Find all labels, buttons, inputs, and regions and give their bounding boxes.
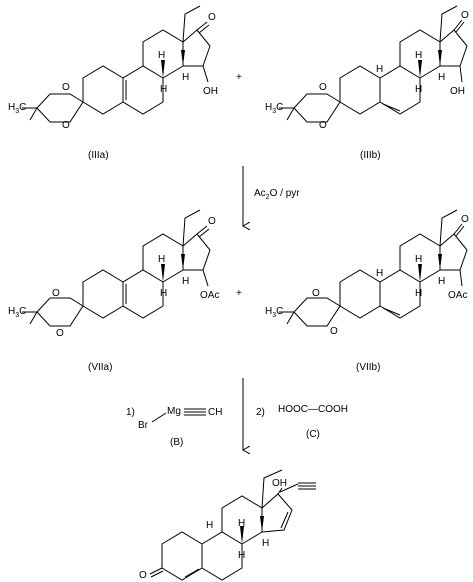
VIIa-H2: H xyxy=(182,276,189,287)
VIIb-O1: O xyxy=(312,288,320,299)
IIIb-OH: OH xyxy=(450,86,465,97)
compound-product xyxy=(149,469,316,581)
product-H3: H xyxy=(238,550,245,561)
compound-VIIb xyxy=(279,209,468,327)
step2-item1-label: (B) xyxy=(170,437,183,448)
VIIa-methyl: H3C xyxy=(8,306,26,319)
br-mg-bond xyxy=(151,412,167,423)
IIIa-methyl: H3C xyxy=(8,102,26,115)
step2-item1-num: 1) xyxy=(126,407,135,418)
IIIb-ketone-O: O xyxy=(461,10,469,21)
compound-VIIa xyxy=(22,209,211,327)
IIIa-label: (IIIa) xyxy=(88,150,109,161)
product-H4: H xyxy=(206,520,213,531)
step2-item1-br: Br xyxy=(138,420,149,431)
VIIa-O2: O xyxy=(56,328,64,339)
product-H1: H xyxy=(238,518,245,529)
VIIb-ketone-O: O xyxy=(461,214,469,225)
VIIb-label: (VIIb) xyxy=(356,362,380,373)
VIIb-H2: H xyxy=(438,276,445,287)
VIIa-H1: H xyxy=(158,254,165,265)
IIIb-H3: H xyxy=(415,84,422,95)
compound-IIIa xyxy=(22,5,211,123)
VIIa-H3: H xyxy=(160,288,167,299)
VIIb-H3: H xyxy=(415,288,422,299)
VIIb-H4: H xyxy=(376,268,383,279)
IIIb-H1: H xyxy=(415,50,422,61)
VIIb-methyl: H3C xyxy=(265,306,283,319)
VIIa-ketone-O: O xyxy=(208,216,216,227)
step2-item2-label: (C) xyxy=(306,429,320,440)
VIIb-O2: O xyxy=(330,326,338,337)
product-OH: OH xyxy=(272,478,287,489)
plus-sign-2: + xyxy=(236,288,242,299)
IIIa-ketone-O: O xyxy=(208,12,216,23)
IIIa-H1: H xyxy=(158,50,165,61)
product-ketone-O: O xyxy=(139,570,147,581)
IIIa-H2: H xyxy=(182,72,189,83)
step2-item2-num: 2) xyxy=(256,407,265,418)
plus-sign-1: + xyxy=(236,72,242,83)
product-H2: H xyxy=(262,538,269,549)
IIIb-O2: O xyxy=(319,120,327,131)
VIIb-OAc: OAc xyxy=(448,290,467,301)
VIIa-O1: O xyxy=(52,288,60,299)
VIIa-OAc: OAc xyxy=(200,290,219,301)
step2-item1-ch: CH xyxy=(208,407,222,418)
IIIa-OH: OH xyxy=(203,86,218,97)
compound-IIIb xyxy=(279,5,468,123)
step1-reagent: Ac2O / pyr xyxy=(254,188,300,201)
VIIb-H1: H xyxy=(415,254,422,265)
VIIa-label: (VIIa) xyxy=(88,362,112,373)
IIIa-O2: O xyxy=(62,120,70,131)
IIIa-H3: H xyxy=(160,84,167,95)
step2-item2-formula: HOOC—COOH xyxy=(278,404,348,415)
IIIb-H4: H xyxy=(376,64,383,75)
IIIb-O1: O xyxy=(319,82,327,93)
step2-item1-mg: Mg xyxy=(167,406,181,417)
IIIa-O1: O xyxy=(62,82,70,93)
IIIb-H2: H xyxy=(438,72,445,83)
IIIb-label: (IIIb) xyxy=(360,150,381,161)
IIIb-methyl: H3C xyxy=(265,102,283,115)
